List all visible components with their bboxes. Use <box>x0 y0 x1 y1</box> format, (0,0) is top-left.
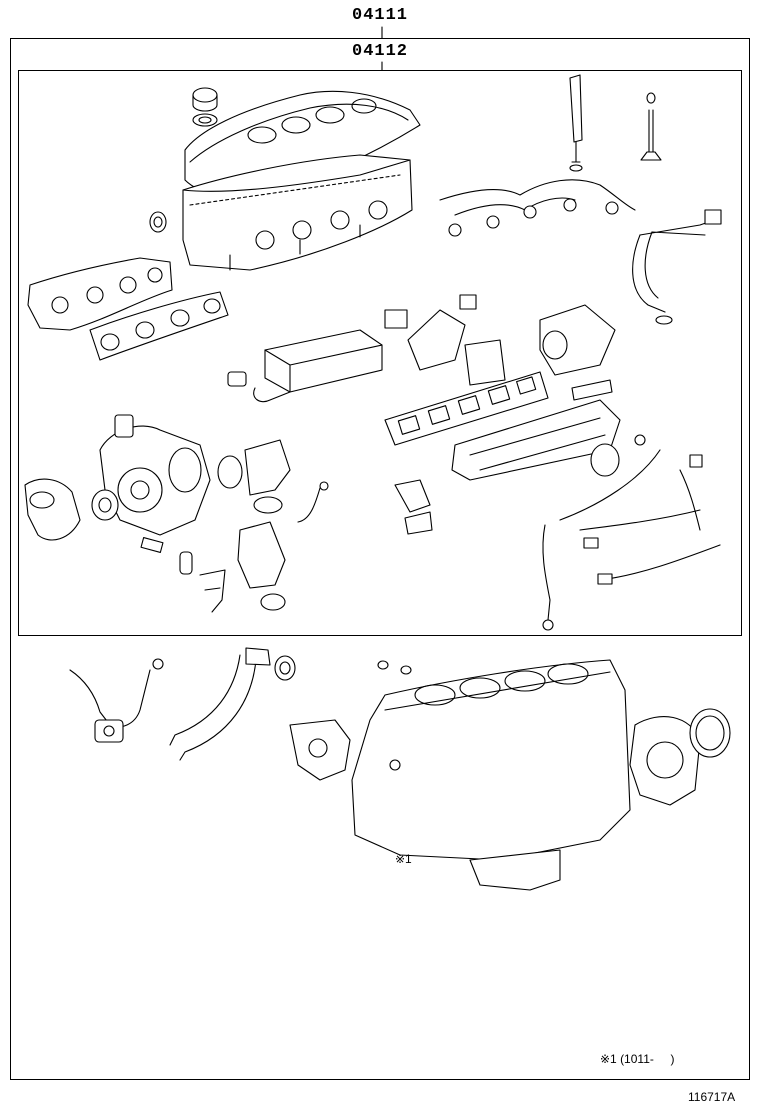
part-number-inner-kit[interactable]: 04112 <box>352 42 409 61</box>
throttle-body[interactable] <box>540 305 615 400</box>
rear-crankshaft-oil-seal[interactable] <box>690 709 730 757</box>
cylinder-block-ring-seal[interactable] <box>378 661 411 674</box>
engine-valve[interactable] <box>641 93 661 160</box>
turbo-outlet-elbow[interactable] <box>25 479 80 540</box>
manifold-heat-insulator[interactable] <box>28 258 172 330</box>
exhaust-front-pipe[interactable] <box>218 440 290 610</box>
turbo-oil-pipe[interactable] <box>298 482 328 522</box>
cylinder-head[interactable] <box>183 155 412 270</box>
rear-oil-seal-retainer[interactable] <box>630 717 700 805</box>
exhaust-temp-sensor-wires[interactable] <box>543 435 720 630</box>
part-number-outer-kit[interactable]: 04111 <box>352 6 409 25</box>
fuel-injector[interactable] <box>570 75 582 171</box>
oil-filler-cap[interactable] <box>193 88 217 126</box>
water-bypass-pipe[interactable] <box>633 210 721 324</box>
injection-pipe-set[interactable] <box>440 180 635 236</box>
turbocharger[interactable] <box>100 415 210 535</box>
cam-oil-seal[interactable] <box>150 212 166 232</box>
egr-valve[interactable] <box>385 295 505 385</box>
figure-code: 116717A <box>688 1090 736 1104</box>
turbo-gasket-ring[interactable] <box>92 490 118 520</box>
exhaust-manifold-gasket[interactable] <box>90 292 228 360</box>
cylinder-block[interactable] <box>352 660 630 890</box>
production-date-note: ※1 (1011- ) <box>600 1052 675 1066</box>
exhaust-bracket[interactable] <box>141 538 225 612</box>
water-pump-gasket[interactable] <box>290 720 350 780</box>
egr-pipe-small[interactable] <box>395 480 432 534</box>
inner-kit-frame <box>18 70 742 636</box>
wiring-sub-harness[interactable] <box>70 659 163 742</box>
egr-cooler[interactable] <box>228 330 382 402</box>
intake-manifold[interactable] <box>452 400 620 480</box>
note-1-marker[interactable]: ※1 <box>395 852 412 866</box>
intake-manifold-gasket[interactable] <box>385 372 548 445</box>
outer-kit-frame <box>10 38 750 1080</box>
water-inlet-pipe[interactable] <box>170 648 295 760</box>
